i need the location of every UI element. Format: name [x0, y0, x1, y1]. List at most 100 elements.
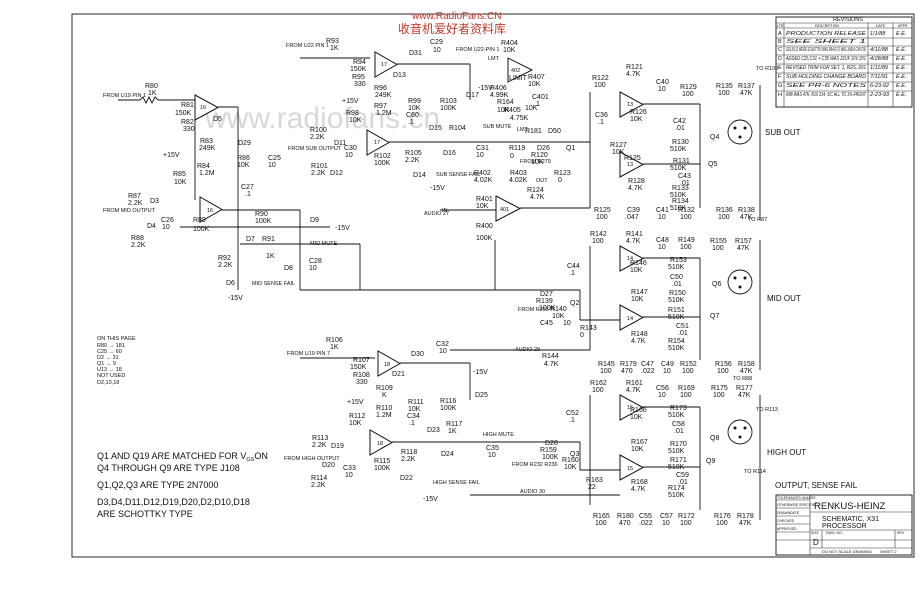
xref-item: D2 → 31: [97, 355, 119, 361]
svg-text:2.2K: 2.2K: [312, 442, 327, 449]
svg-text:D22: D22: [400, 475, 413, 482]
svg-text:R124: R124: [527, 187, 544, 194]
svg-text:249K: 249K: [375, 92, 392, 99]
revision-letter: H: [778, 92, 782, 98]
rev-col-desc: DESCRIPTION: [815, 24, 839, 28]
svg-text:47K: 47K: [738, 392, 751, 399]
svg-text:R135: R135: [716, 83, 733, 90]
svg-text:R128: R128: [628, 178, 645, 185]
svg-text:100: 100: [680, 520, 692, 527]
xref-item: U13 → 18: [97, 367, 122, 373]
limiter-opamps: FROM U22-PIN 1 R404 10K LMT 402 LIMIT R4…: [424, 40, 590, 242]
svg-text:FROM SUB OUTPUT: FROM SUB OUTPUT: [288, 146, 342, 152]
svg-text:C32: C32: [436, 341, 449, 348]
svg-text:.01: .01: [680, 180, 690, 187]
svg-text:Q7: Q7: [710, 313, 719, 320]
svg-text:100K: 100K: [476, 235, 493, 242]
svg-text:R161: R161: [626, 380, 643, 387]
svg-text:R120: R120: [531, 152, 548, 159]
svg-text:10K: 10K: [630, 116, 643, 123]
svg-text:100: 100: [680, 244, 692, 251]
svg-text:-15V: -15V: [430, 185, 445, 192]
revision-description: SEE SHEET 1: [786, 39, 866, 45]
svg-text:R149: R149: [678, 237, 695, 244]
svg-text:C25: C25: [268, 155, 281, 162]
high-out-label: HIGH OUT: [767, 448, 806, 457]
svg-text:D28: D28: [545, 440, 558, 447]
svg-text:10: 10: [663, 368, 671, 375]
svg-text:R178: R178: [737, 513, 754, 520]
svg-text:100: 100: [712, 245, 724, 252]
svg-text:100: 100: [717, 368, 729, 375]
svg-text:2.2K: 2.2K: [131, 242, 146, 249]
svg-text:R119: R119: [509, 145, 525, 152]
xref-item: R80 → 181: [97, 343, 125, 349]
svg-text:1.2M: 1.2M: [376, 110, 392, 117]
svg-text:10: 10: [345, 152, 353, 159]
svg-text:10: 10: [658, 214, 666, 221]
svg-text:DO NOT SCALE DRAWING: DO NOT SCALE DRAWING: [822, 549, 872, 554]
note-matched: Q1 AND Q19 ARE MATCHED FOR VGSON: [97, 451, 268, 463]
svg-text:R403: R403: [510, 170, 527, 177]
svg-text:LIMIT: LIMIT: [509, 75, 528, 82]
svg-text:15: 15: [627, 466, 633, 472]
svg-text:TO R88: TO R88: [733, 376, 752, 382]
svg-text:FROM R255: FROM R255: [518, 307, 549, 313]
svg-text:10K: 10K: [408, 406, 421, 413]
svg-text:R85: R85: [173, 171, 186, 178]
svg-text:Q9: Q9: [706, 458, 715, 465]
svg-text:C31: C31: [476, 145, 489, 152]
high-output-stage: R162 100 C52 .1 R161 4.7K 15 R166 10K C5…: [512, 380, 806, 527]
svg-text:+15V: +15V: [163, 152, 180, 159]
from-u19-pin1-label: FROM U19 PIN 1: [103, 93, 146, 99]
svg-text:R169: R169: [678, 385, 695, 392]
svg-text:C50: C50: [670, 274, 683, 281]
svg-text:R404: R404: [501, 40, 518, 47]
svg-text:R147: R147: [631, 289, 648, 296]
svg-text:R87: R87: [128, 193, 141, 200]
svg-text:R402: R402: [474, 170, 491, 177]
svg-text:D11: D11: [334, 140, 346, 147]
note-schottky-list: D3,D4,D11,D12,D19,D20,D2,D10,D18: [97, 497, 250, 507]
sheet-size: D: [813, 538, 819, 547]
svg-text:R121: R121: [626, 64, 643, 71]
svg-text:R171: R171: [670, 457, 687, 464]
revision-approver: E.E.: [896, 56, 906, 62]
svg-text:R91: R91: [262, 236, 275, 243]
svg-text:R162: R162: [590, 380, 607, 387]
svg-text:AUDIO 30: AUDIO 30: [520, 489, 545, 495]
svg-text:510K: 510K: [668, 345, 685, 352]
revision-letter: F: [778, 74, 782, 80]
svg-text:10K: 10K: [476, 203, 489, 210]
svg-text:C51: C51: [676, 323, 689, 330]
svg-text:4.99K: 4.99K: [490, 92, 509, 99]
svg-text:150K: 150K: [350, 66, 367, 73]
revision-description: REVISED TRIM FOR SET. 1, R2S, 201: [786, 65, 866, 71]
svg-text:R173: R173: [670, 405, 687, 412]
svg-text:D14: D14: [413, 172, 426, 179]
svg-text:MID SENSE FAIL: MID SENSE FAIL: [252, 281, 295, 287]
svg-text:C29: C29: [430, 39, 443, 46]
svg-text:FROM U22-PIN 1: FROM U22-PIN 1: [456, 47, 499, 53]
svg-text:D7: D7: [246, 236, 255, 243]
svg-text:R88: R88: [131, 235, 144, 242]
svg-text:R90: R90: [255, 211, 268, 218]
svg-text:10K: 10K: [552, 313, 565, 320]
svg-text:470: 470: [621, 368, 633, 375]
svg-text:10K: 10K: [497, 107, 510, 114]
svg-text:Q6: Q6: [712, 281, 721, 288]
revisions-title: REVISIONS: [833, 17, 863, 23]
svg-text:FROM HIGH OUTPUT: FROM HIGH OUTPUT: [284, 456, 340, 462]
svg-text:100K: 100K: [374, 465, 391, 472]
svg-text:R112: R112: [349, 413, 365, 420]
svg-text:D19: D19: [331, 443, 344, 450]
svg-text:4.7K: 4.7K: [626, 387, 641, 394]
revision-date: 2-23-93: [869, 92, 890, 98]
svg-text:401: 401: [500, 207, 509, 213]
svg-text:R126: R126: [630, 109, 647, 116]
svg-text:R103: R103: [440, 98, 457, 105]
svg-text:10: 10: [662, 520, 670, 527]
svg-text:R131: R131: [673, 158, 690, 165]
svg-text:DWG. NO.: DWG. NO.: [826, 531, 843, 535]
svg-text:10: 10: [658, 392, 666, 399]
